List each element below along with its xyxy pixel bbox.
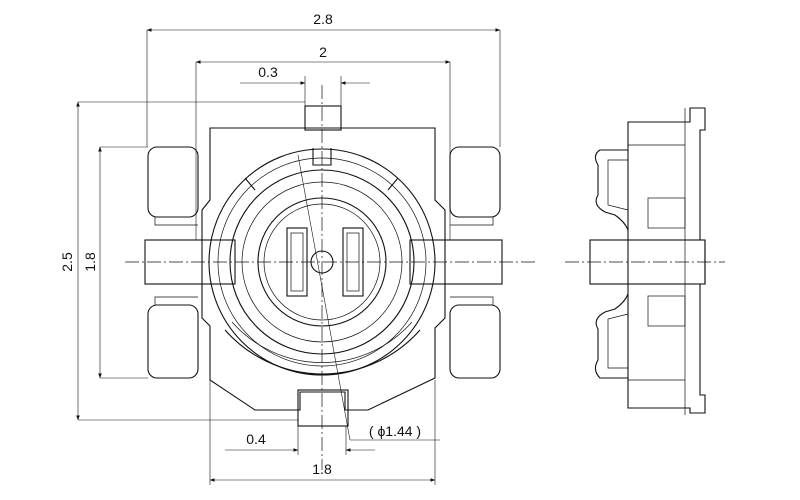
inner-disc-edge: [263, 203, 381, 321]
right-pad-notch: [450, 217, 494, 305]
left-pad-top: [147, 146, 199, 218]
side-body-outline: [627, 107, 706, 414]
side-terminal: [589, 239, 706, 285]
label-body-height: 1.8: [82, 252, 98, 272]
right-contact-inner: [346, 232, 360, 292]
label-overall-width: 2.8: [313, 11, 333, 27]
left-pad-bottom: [147, 304, 199, 379]
left-contact-inner: [290, 232, 304, 292]
label-diameter: ( ϕ1.44 ): [369, 423, 421, 439]
label-body-width: 2: [319, 44, 327, 60]
label-bottom-width: 1.8: [312, 461, 332, 477]
lower-guard-arc: [224, 329, 421, 375]
right-pad-bottom: [449, 304, 501, 379]
rotor-inner-ring: [241, 181, 403, 343]
label-pin-bottom-width: 0.4: [246, 431, 266, 447]
left-contact: [286, 227, 308, 297]
side-window-bottom: [647, 295, 686, 327]
ring-top-slot: [312, 148, 332, 166]
inner-disc: [257, 197, 387, 327]
rotor-ring: [229, 169, 415, 355]
outer-ring: [208, 148, 436, 376]
side-window-top: [647, 197, 686, 229]
outer-ring-inner: [217, 157, 427, 367]
side-contact-bottom: [594, 293, 629, 379]
right-pad-top: [449, 146, 501, 218]
ring-ticks: [244, 177, 399, 191]
dimension-lines: [76, 28, 501, 485]
center-hole: [310, 250, 334, 274]
top-pin: [304, 105, 342, 131]
left-pad-notch: [154, 217, 198, 305]
lower-guard-arc-inner: [231, 321, 413, 363]
label-overall-height: 2.5: [59, 252, 75, 272]
left-terminal: [144, 239, 236, 285]
label-pin-top-width: 0.3: [258, 64, 278, 80]
right-contact: [342, 227, 364, 297]
bottom-pin: [297, 389, 349, 427]
housing-outline: [201, 127, 446, 411]
front-view: [125, 85, 535, 470]
right-terminal: [409, 239, 503, 285]
diameter-leader: [297, 154, 351, 441]
side-view: [565, 107, 725, 415]
side-contact-top: [594, 149, 629, 231]
